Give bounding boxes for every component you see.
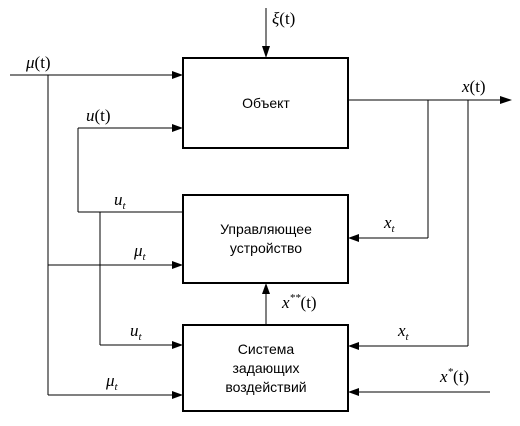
object-block: Объект — [182, 57, 349, 149]
mu-arrowhead — [172, 71, 183, 79]
x-star-star-arrowhead — [262, 283, 270, 294]
u-t-label: ut — [114, 190, 127, 212]
u-to-object-arrowhead — [172, 124, 183, 132]
controller-label-line1: Управляющее — [220, 221, 312, 237]
u-to-setpoint-arrowhead — [172, 341, 183, 349]
mu-to-setpoint-arrowhead — [172, 391, 183, 399]
setpoint-block: Система задающих воздействий — [182, 324, 349, 412]
u-t-setpoint-label: ut — [130, 321, 143, 343]
x-star-arrowhead — [348, 388, 359, 396]
controller-box — [182, 194, 349, 284]
object-box — [182, 57, 349, 149]
x-output-arrowhead — [500, 96, 512, 104]
x-t-controller-label: xt — [383, 213, 396, 235]
connections — [10, 8, 512, 399]
x-star-label: x*(t) — [439, 366, 469, 386]
setpoint-box — [182, 324, 349, 412]
xi-label: ξ(t) — [272, 9, 295, 28]
mu-t-controller-label: μt — [133, 241, 147, 263]
xi-arrowhead — [262, 46, 270, 58]
setpoint-label-line2: задающих — [233, 360, 300, 376]
x-feedback-sys-arrowhead — [348, 342, 359, 350]
u-label: u(t) — [86, 106, 111, 125]
setpoint-label-line1: Система — [238, 341, 295, 357]
controller-block: Управляющее устройство — [182, 194, 349, 284]
mu-label: μ(t) — [25, 53, 51, 72]
signal-labels: ξ(t) μ(t) u(t) x(t) ut μt xt x**(t) ut x… — [25, 9, 486, 393]
setpoint-label-line3: воздействий — [225, 379, 306, 395]
x-t-setpoint-label: xt — [397, 321, 410, 343]
mu-t-setpoint-label: μt — [105, 371, 119, 393]
x-star-star-label: x**(t) — [281, 292, 317, 312]
controller-label-line2: устройство — [230, 240, 302, 256]
x-label: x(t) — [461, 77, 486, 96]
x-feedback-ctrl-arrowhead — [348, 234, 359, 242]
mu-to-controller-arrowhead — [172, 261, 183, 269]
object-label: Объект — [242, 95, 290, 111]
